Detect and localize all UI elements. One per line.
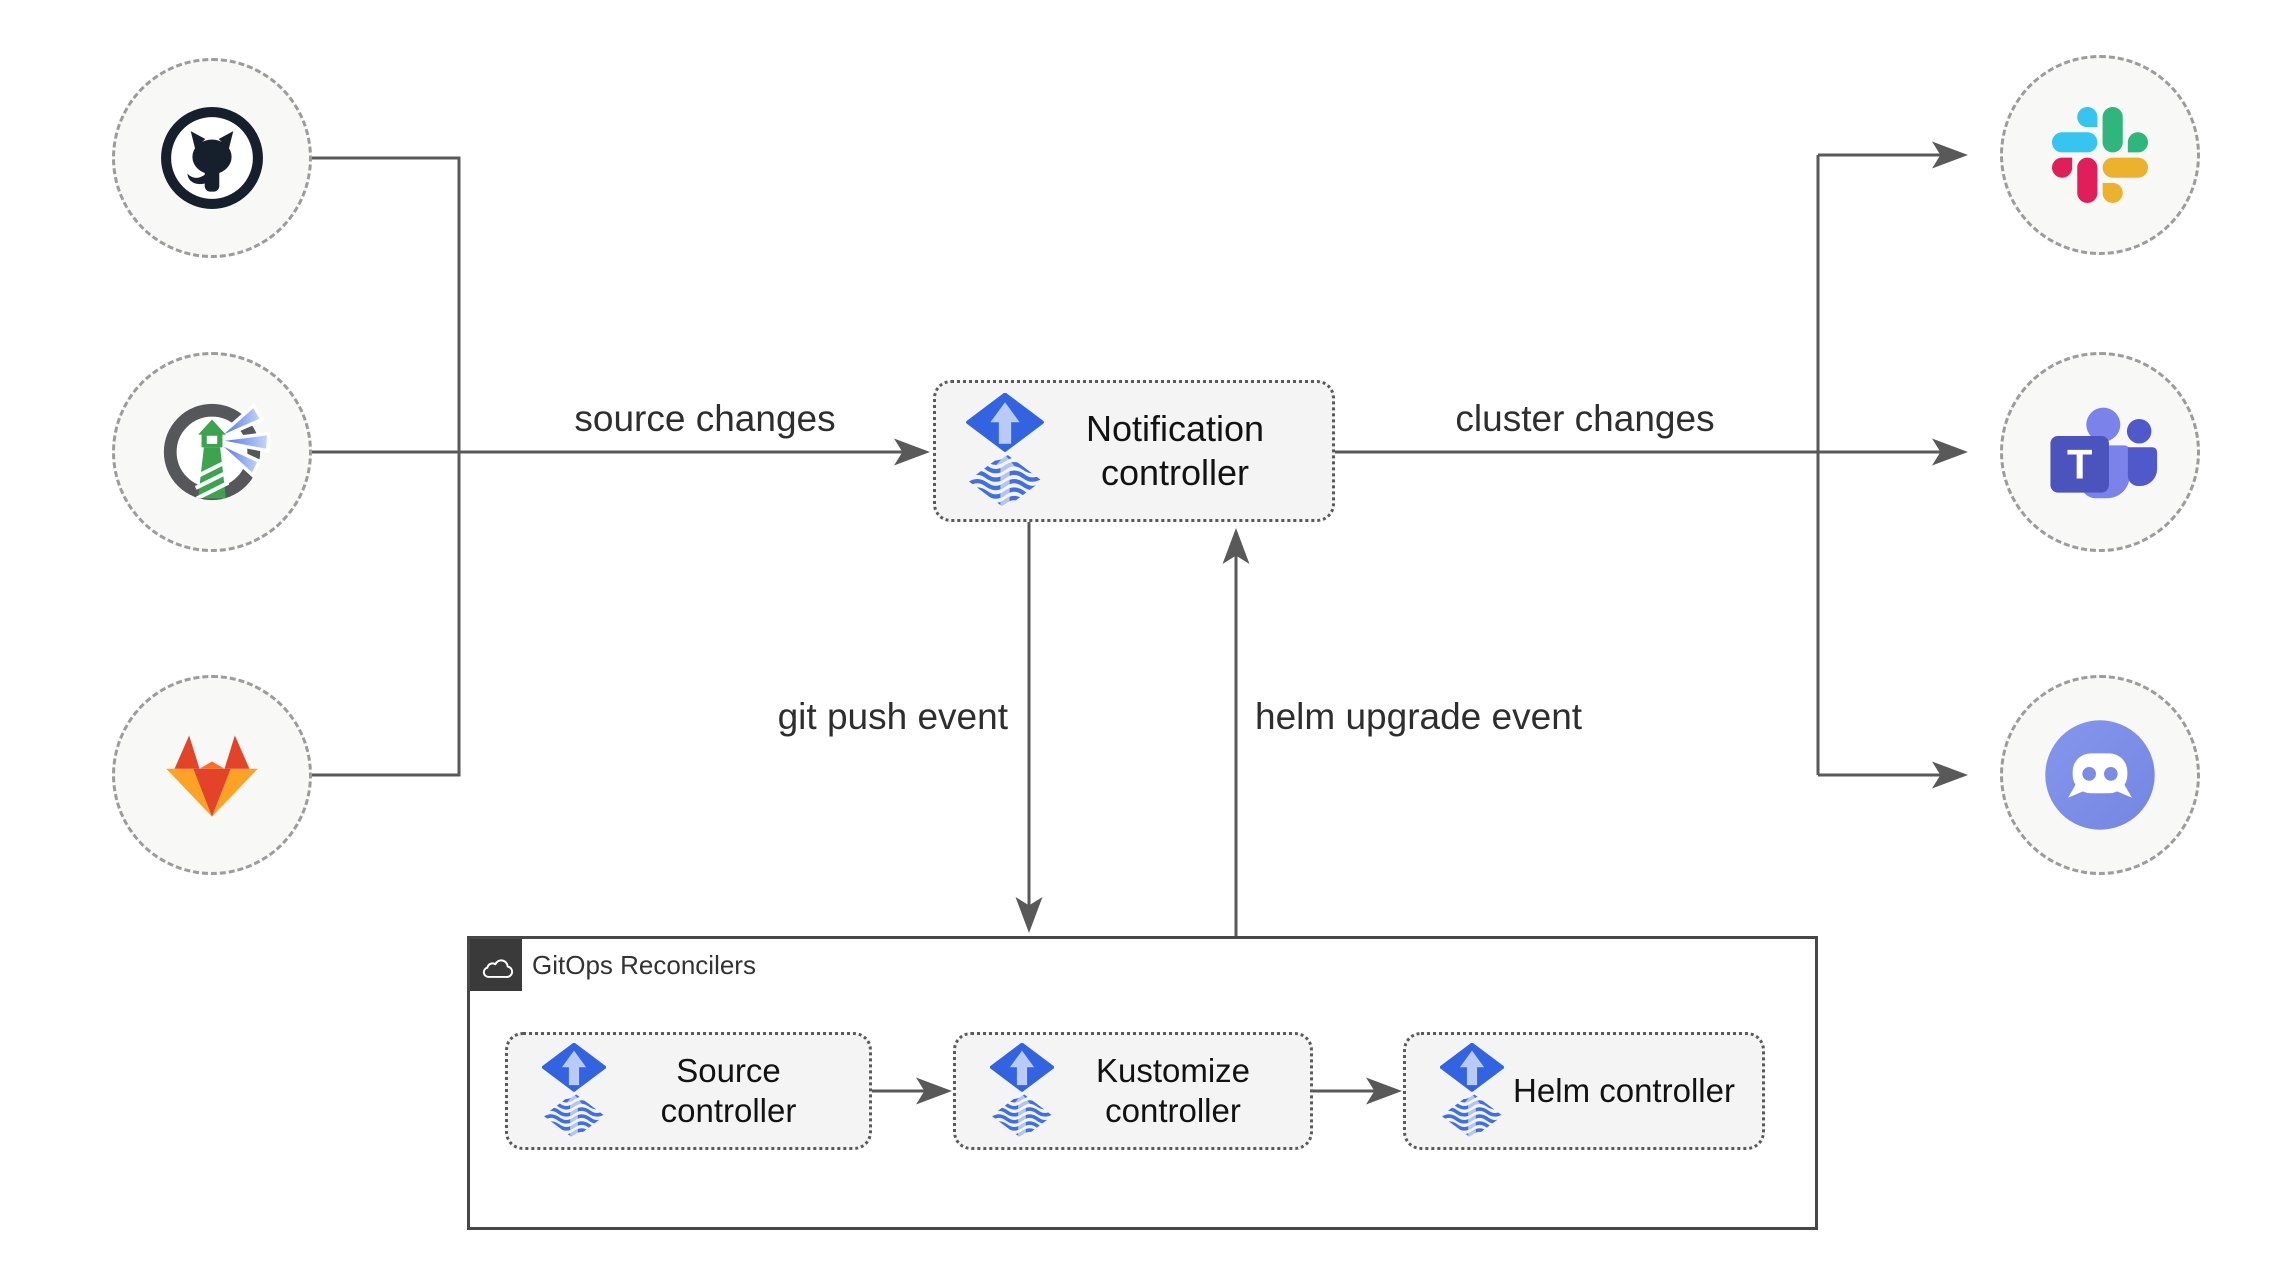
teams-node: T xyxy=(2000,352,2200,552)
helm-upgrade-event-label: helm upgrade event xyxy=(1255,696,1583,737)
harbor-node xyxy=(112,352,312,552)
git-push-event-label: git push event xyxy=(777,696,1008,737)
flux-icon xyxy=(542,1042,606,1138)
gitops-reconcilers-group: GitOps Reconcilers xyxy=(467,936,1818,1230)
source-changes-label: source changes xyxy=(574,398,836,439)
helm-controller-node: Helm controller xyxy=(1403,1032,1765,1150)
notification-controller-node: Notification controller xyxy=(933,380,1335,522)
flux-icon xyxy=(1440,1042,1504,1138)
source-controller-node: Source controller xyxy=(505,1032,872,1150)
discord-node xyxy=(2000,675,2200,875)
cloud-icon xyxy=(482,959,514,978)
github-node xyxy=(112,58,312,258)
left-bus-line xyxy=(312,156,461,777)
teams-icon: T xyxy=(2050,407,2158,499)
kustomize-controller-node: Kustomize controller xyxy=(953,1032,1313,1150)
gitlab-node xyxy=(112,675,312,875)
svg-text:T: T xyxy=(2067,440,2092,487)
github-icon xyxy=(161,107,263,209)
flux-icon xyxy=(990,1042,1054,1138)
harbor-icon xyxy=(163,402,270,501)
source-controller-label: Source controller xyxy=(660,1052,797,1129)
helm-controller-label: Helm controller xyxy=(1513,1072,1735,1110)
group-title: GitOps Reconcilers xyxy=(532,950,756,980)
slack-node xyxy=(2000,55,2200,255)
flux-icon xyxy=(966,392,1044,507)
gitlab-icon xyxy=(166,735,258,817)
kustomize-controller-label: Kustomize controller xyxy=(1095,1052,1251,1129)
group-tab xyxy=(470,939,522,991)
notification-controller-label: Notification controller xyxy=(1085,408,1265,493)
discord-icon xyxy=(2045,720,2155,830)
slack-icon xyxy=(2052,107,2148,203)
cluster-changes-label: cluster changes xyxy=(1455,398,1715,439)
